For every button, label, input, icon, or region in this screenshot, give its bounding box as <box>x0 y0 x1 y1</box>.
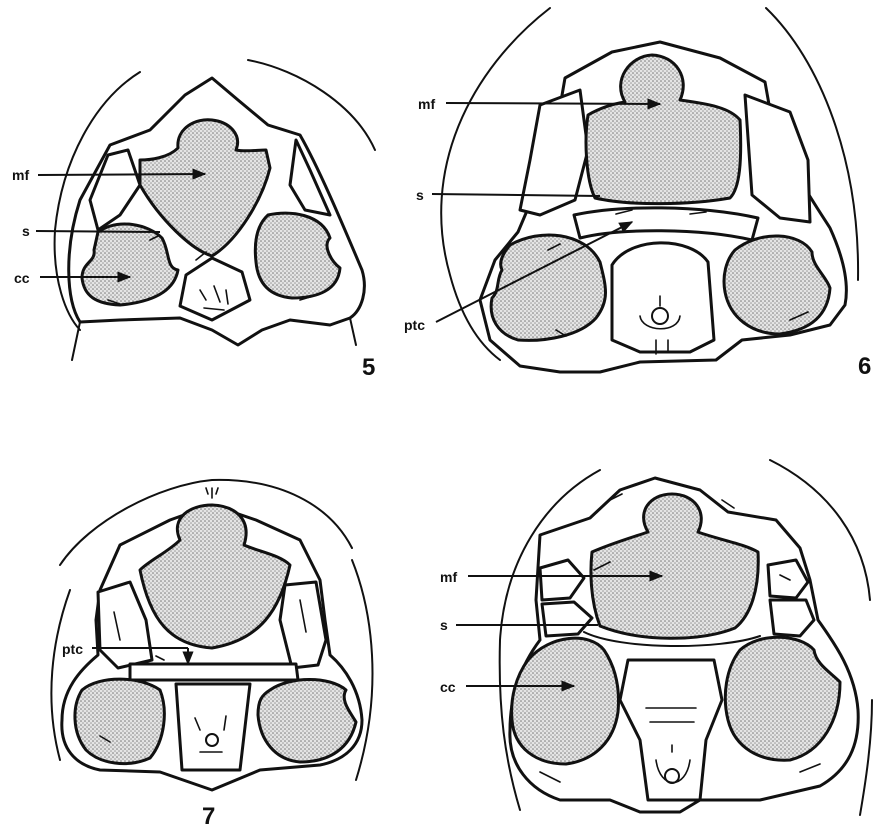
fig7-number: 7 <box>202 803 215 827</box>
fig6-central-opening <box>612 243 714 352</box>
fig6-label-s: s <box>416 187 424 203</box>
figure-8: mf s cc <box>440 460 872 815</box>
fig5-label-mf: mf <box>12 167 29 183</box>
fig8-label-s: s <box>440 617 448 633</box>
fig6-left-cavity <box>491 235 605 340</box>
fig8-label-cc: cc <box>440 679 456 695</box>
fig8-label-mf: mf <box>440 569 457 585</box>
fig6-number: 6 <box>858 353 871 380</box>
figure-7: ptc 7 <box>51 480 372 827</box>
fig7-central-opening <box>176 684 250 770</box>
fig6-label-mf: mf <box>418 96 435 112</box>
fig5-label-cc: cc <box>14 270 30 286</box>
fig7-left-cavity <box>75 679 164 763</box>
fig6-label-ptc: ptc <box>404 317 425 333</box>
fig5-number: 5 <box>362 354 375 381</box>
fig7-right-cavity <box>258 680 356 763</box>
fig5-label-s: s <box>22 223 30 239</box>
figure-6: mf s ptc 6 <box>404 8 871 380</box>
fig7-ptc-bar <box>130 664 298 680</box>
fig7-label-ptc: ptc <box>62 641 83 657</box>
figure-5: mf s cc 5 <box>12 60 375 381</box>
